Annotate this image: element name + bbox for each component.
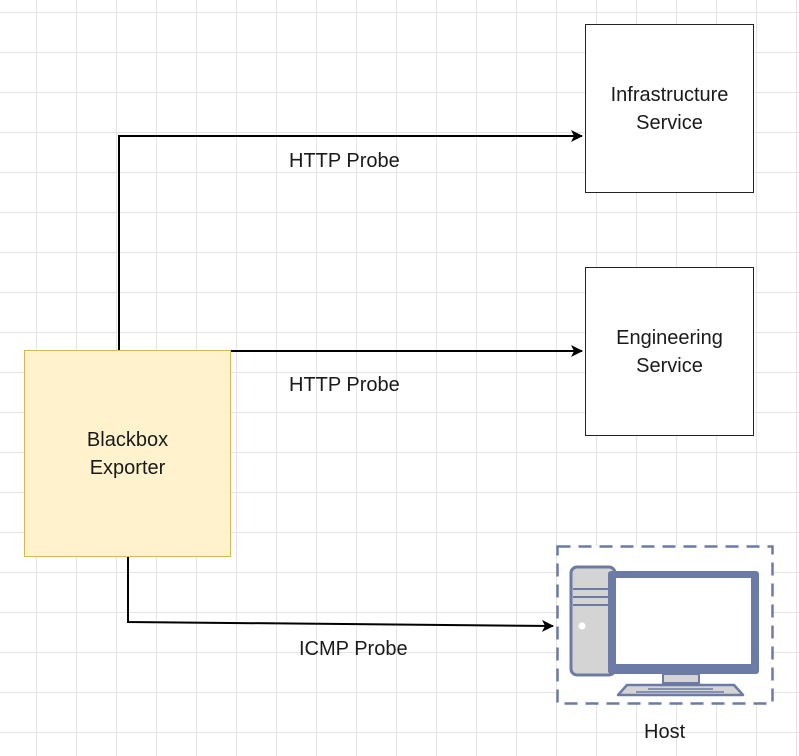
edge-label-icmp-probe-host: ICMP Probe [299, 638, 408, 660]
infrastructure-service-label-line1: Infrastructure [610, 83, 729, 106]
engineering-service-label: Engineering Service [616, 324, 723, 380]
infrastructure-service-node[interactable]: Infrastructure Service [585, 24, 754, 193]
edge-label-http-probe-engineering: HTTP Probe [289, 374, 400, 396]
edge-label-http-probe-infrastructure: HTTP Probe [289, 150, 400, 172]
infrastructure-service-label-line2: Service [636, 111, 703, 134]
blackbox-exporter-label-line2: Exporter [89, 456, 166, 479]
edge-to-host [127, 557, 554, 632]
host-node[interactable] [556, 545, 774, 705]
host-label: Host [644, 721, 686, 743]
desktop-computer-icon [569, 565, 759, 697]
edge-to-infrastructure [118, 130, 583, 350]
engineering-service-node[interactable]: Engineering Service [585, 267, 754, 436]
blackbox-exporter-node[interactable]: Blackbox Exporter [24, 350, 231, 557]
infrastructure-service-label: Infrastructure Service [611, 81, 729, 137]
engineering-service-label-line1: Engineering [616, 326, 723, 349]
blackbox-exporter-label-line1: Blackbox [86, 428, 169, 451]
blackbox-exporter-label: Blackbox Exporter [87, 426, 168, 482]
engineering-service-label-line2: Service [636, 354, 703, 377]
